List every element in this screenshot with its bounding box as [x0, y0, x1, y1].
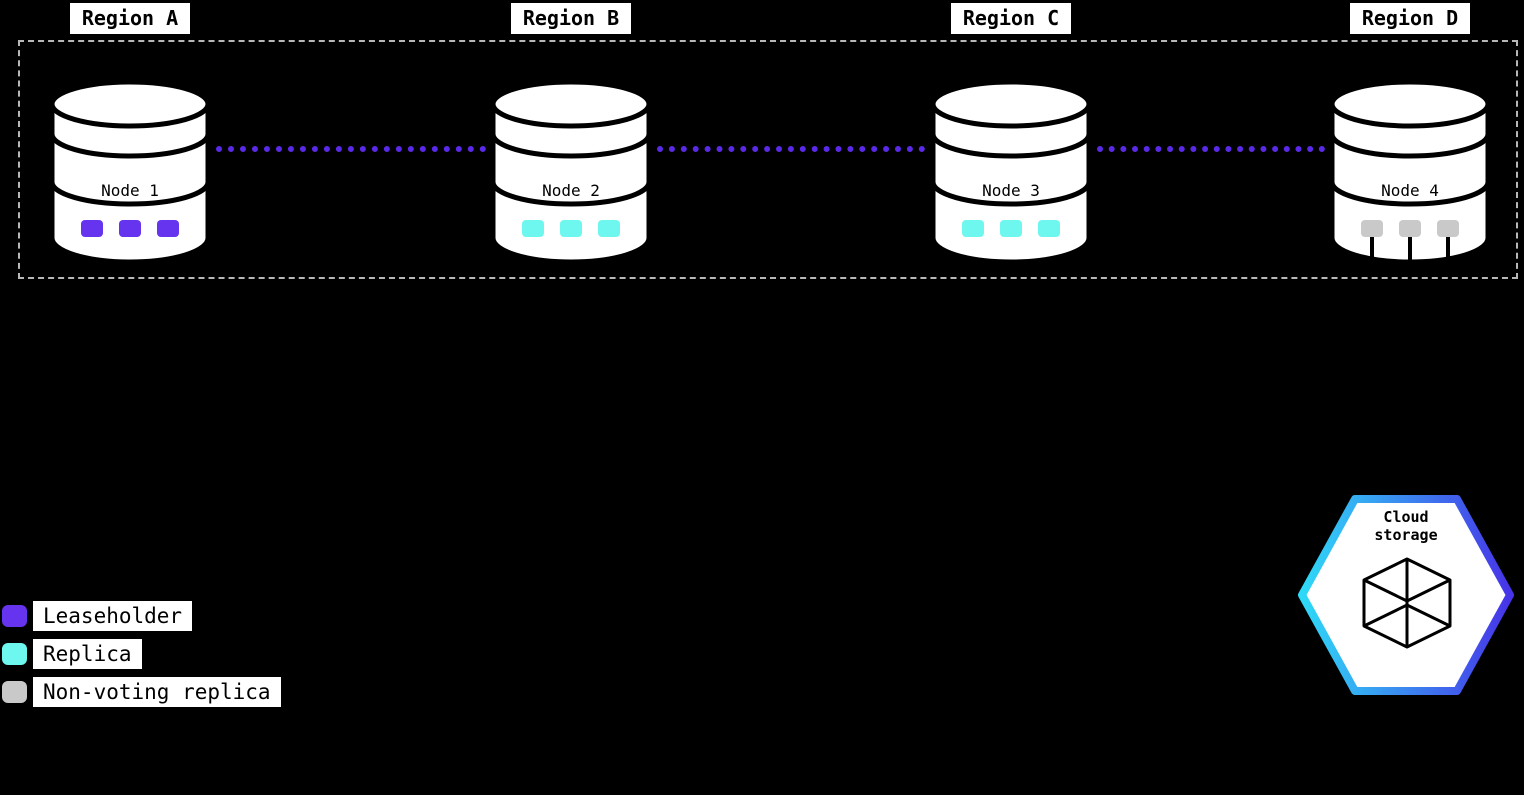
region-d: Region D Node 4: [1328, 0, 1492, 290]
replica-range-icons: [522, 220, 620, 237]
legend: Leaseholder Replica Non-voting replica: [2, 601, 281, 715]
database-node-3-icon: Node 3: [930, 79, 1092, 265]
cloud-storage-label-line2: storage: [1374, 526, 1437, 544]
region-a: Region A Node 1: [48, 0, 212, 290]
replica-swatch-icon: [2, 643, 27, 666]
region-b: Region B Node 2: [489, 0, 653, 290]
cloud-storage: Cloud storage: [1298, 495, 1514, 695]
node-3-label: Node 3: [982, 181, 1040, 200]
non-voting-replica-range-icons: [1361, 220, 1459, 268]
region-c: Region C Node 3: [929, 0, 1093, 290]
replication-link-node2-node3: [657, 146, 925, 152]
legend-item-replica: Replica: [2, 639, 281, 670]
replication-link-node3-node4: [1097, 146, 1325, 152]
legend-item-non-voting-replica: Non-voting replica: [2, 677, 281, 708]
non-voting-replica-swatch-icon: [2, 681, 27, 704]
node-2-label: Node 2: [542, 181, 600, 200]
database-node-4-icon: Node 4: [1329, 79, 1491, 268]
regions-boundary: [18, 40, 1518, 279]
region-a-label: Region A: [69, 3, 191, 34]
replication-link-node1-node2: [216, 146, 486, 152]
legend-label: Leaseholder: [33, 601, 193, 632]
legend-label: Non-voting replica: [33, 677, 281, 708]
node-1-label: Node 1: [101, 181, 159, 200]
replica-range-icons: [962, 220, 1060, 237]
region-d-label: Region D: [1349, 3, 1471, 34]
region-c-label: Region C: [950, 3, 1072, 34]
node-4-label: Node 4: [1381, 181, 1439, 200]
cloud-storage-label-line1: Cloud: [1383, 508, 1428, 526]
database-node-1-icon: Node 1: [49, 79, 211, 265]
legend-item-leaseholder: Leaseholder: [2, 601, 281, 632]
database-node-2-icon: Node 2: [490, 79, 652, 265]
region-b-label: Region B: [510, 3, 632, 34]
leaseholder-range-icons: [81, 220, 179, 237]
legend-label: Replica: [33, 639, 142, 670]
leaseholder-swatch-icon: [2, 605, 27, 628]
cube-icon: [1362, 557, 1452, 649]
